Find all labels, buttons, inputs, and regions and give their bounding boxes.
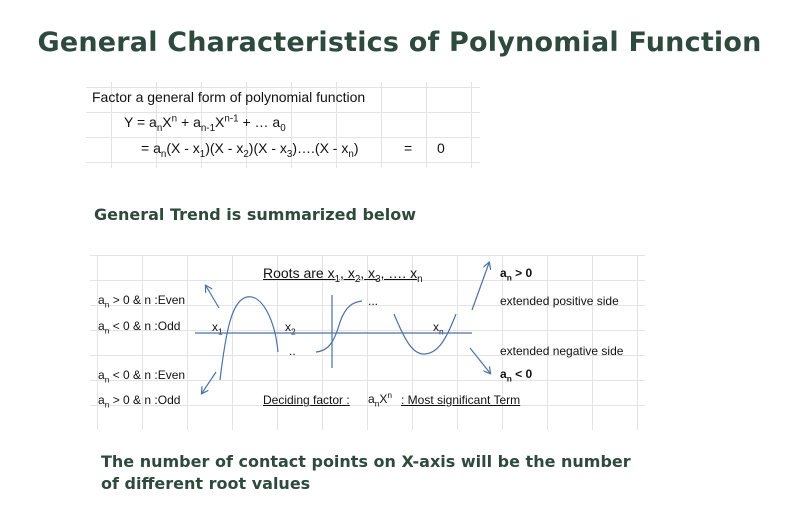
dots-lower: ..	[289, 344, 296, 358]
an-positive-label: an > 0	[500, 266, 533, 283]
extended-positive-label: extended positive side	[500, 294, 619, 308]
arrow-up-left	[206, 286, 220, 309]
curve-first-hump	[219, 296, 279, 381]
extended-negative-label: extended negative side	[500, 344, 624, 358]
factored-form-equation: = an(X - x1)(X - x2)(X - x3)….(X - xn)	[141, 140, 359, 160]
curve-middle-segment	[315, 300, 363, 353]
page-title: General Characteristics of Polynomial Fu…	[37, 27, 762, 58]
case-even-positive: an > 0 & n :Even	[98, 293, 186, 310]
factor-grid	[86, 82, 480, 168]
trend-grid	[90, 255, 645, 430]
equals-zero: 0	[437, 140, 445, 156]
equals-sign: =	[404, 140, 413, 156]
curve-last-valley	[393, 313, 457, 355]
arrow-down-left	[202, 371, 217, 393]
summary-line-1: The number of contact points on X-axis w…	[101, 452, 631, 471]
root-xn-label: xn	[433, 320, 444, 337]
case-odd-negative: an < 0 & n :Odd	[98, 319, 181, 336]
arrow-down-right	[469, 347, 490, 373]
leading-term: anXn	[368, 390, 393, 409]
deciding-factor-label: Deciding factor :	[263, 393, 350, 407]
roots-label: Roots are x1, x2, x3, …. xn	[263, 265, 423, 285]
factor-intro: Factor a general form of polynomial func…	[92, 89, 366, 105]
case-even-negative: an < 0 & n :Even	[98, 368, 186, 385]
general-form-equation: Y = anXn + an-1Xn-1 + … a0	[124, 113, 286, 134]
case-odd-positive: an > 0 & n :Odd	[98, 393, 181, 410]
root-x2-label: x2	[285, 320, 296, 337]
an-negative-label: an < 0	[500, 367, 533, 384]
root-x1-label: x1	[212, 320, 223, 337]
most-significant-term-label: : Most significant Term	[401, 393, 521, 407]
arrow-up-right	[471, 263, 489, 311]
dots-upper: ...	[368, 294, 379, 308]
summary-line-2: of different root values	[101, 474, 311, 493]
trend-heading: General Trend is summarized below	[94, 205, 417, 224]
